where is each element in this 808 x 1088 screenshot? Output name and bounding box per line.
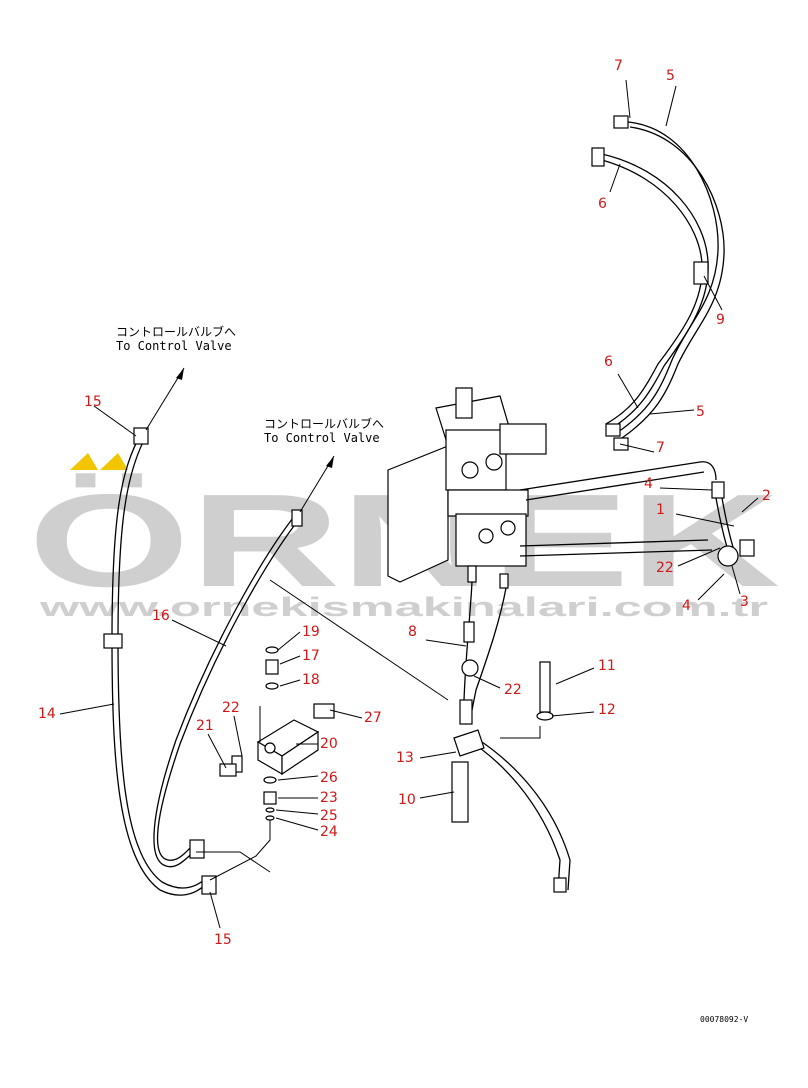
callout-2: 2 — [762, 488, 771, 504]
lower-hose-bundle — [451, 581, 571, 893]
to-control-valve-arrows — [145, 367, 335, 513]
callout-9: 9 — [716, 312, 725, 328]
callout-15-lower: 15 — [214, 932, 232, 948]
callout-18: 18 — [302, 672, 320, 688]
callout-23: 23 — [320, 790, 338, 806]
left-hose-bundle — [103, 427, 303, 896]
note-1-jp: コントロールバルブへ — [116, 324, 236, 339]
callout-7-upper: 7 — [614, 58, 623, 74]
callout-11: 11 — [598, 658, 616, 674]
callout-16: 16 — [152, 608, 170, 624]
note-1-en: To Control Valve — [116, 339, 232, 353]
callout-6-upper: 6 — [598, 196, 607, 212]
callout-22-left: 22 — [222, 700, 240, 716]
callout-4-lower: 4 — [682, 598, 691, 614]
callout-14: 14 — [38, 706, 56, 722]
callout-8: 8 — [408, 624, 417, 640]
callout-19: 19 — [302, 624, 320, 640]
callout-21: 21 — [196, 718, 214, 734]
callout-25: 25 — [320, 808, 338, 824]
callout-1: 1 — [656, 502, 665, 518]
watermark-url: www.ornekismakinalari.com.tr — [38, 592, 769, 622]
upper-hose-bundle — [591, 115, 725, 451]
callout-22-right: 22 — [656, 560, 674, 576]
note-1: コントロールバルブへ To Control Valve — [116, 324, 236, 353]
callout-24: 24 — [320, 824, 338, 840]
callout-26: 26 — [320, 770, 338, 786]
note-2: コントロールバルブへ To Control Valve — [264, 416, 384, 445]
note-2-jp: コントロールバルブへ — [264, 416, 384, 431]
callout-22-center: 22 — [504, 682, 522, 698]
arrow-up-icon — [176, 368, 184, 380]
callout-27: 27 — [364, 710, 382, 726]
watermark-accent-left — [70, 453, 98, 470]
pilot-valve-assembly — [387, 387, 755, 589]
callout-6-lower: 6 — [604, 354, 613, 370]
leader-lines — [59, 79, 759, 929]
callout-12: 12 — [598, 702, 616, 718]
note-2-en: To Control Valve — [264, 431, 380, 445]
callout-5-lower: 5 — [696, 404, 705, 420]
watermark-accent-right — [100, 453, 128, 470]
callout-17: 17 — [302, 648, 320, 664]
callout-4-upper: 4 — [644, 476, 653, 492]
block-fittings — [219, 579, 449, 821]
callout-numbers: 1 2 3 4 4 5 5 6 6 7 7 8 9 10 11 12 13 14… — [38, 58, 771, 948]
callout-15-upper: 15 — [84, 394, 102, 410]
callout-7-lower: 7 — [656, 440, 665, 456]
callout-3: 3 — [740, 594, 749, 610]
callout-13: 13 — [396, 750, 414, 766]
callout-20: 20 — [320, 736, 338, 752]
arrow-up-icon — [326, 456, 334, 468]
document-id: 00078092-V — [700, 1015, 748, 1024]
callout-5-upper: 5 — [666, 68, 675, 84]
callout-10: 10 — [398, 792, 416, 808]
